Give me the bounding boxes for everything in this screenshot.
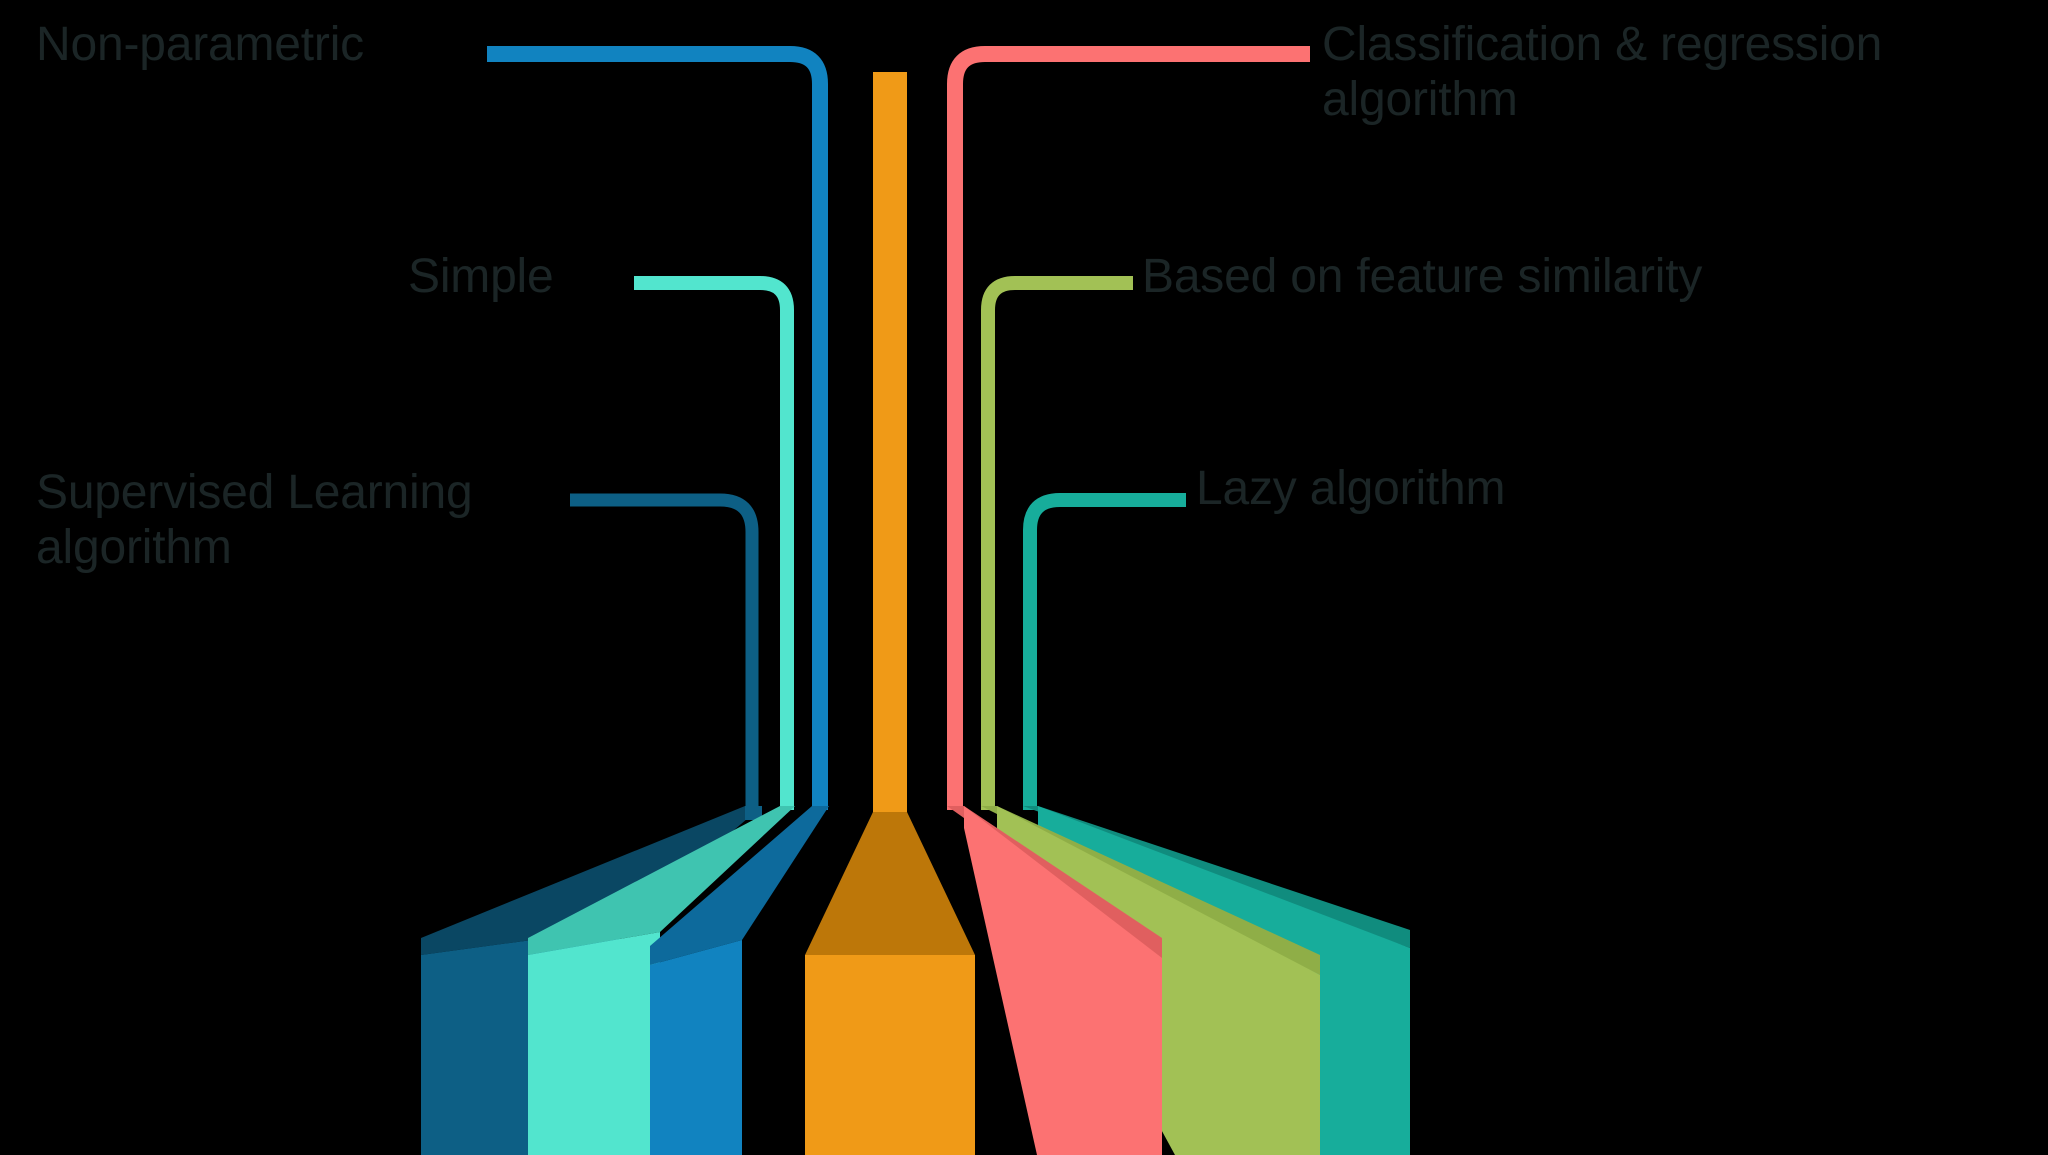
ribbon-non-parametric [650,806,829,1155]
connector-line-simple [634,276,794,810]
label-simple: Simple [408,250,554,303]
ribbon-simple [528,806,795,1155]
label-lazy-algorithm: Lazy algorithm [1196,462,1506,515]
connector-line-lazy-algorithm [1023,493,1186,810]
connector-line-non-parametric [487,46,828,810]
connector-line-feature-similarity [981,276,1133,810]
label-supervised-learning: Supervised Learning algorithm [36,466,473,574]
ribbon-core-orange [805,72,975,1155]
ribbon-classification-regression [947,806,1162,1155]
label-non-parametric: Non-parametric [36,18,364,71]
connector-line-classification-regression [947,46,1310,810]
label-classification-regression: Classification & regression algorithm [1322,18,1883,126]
label-feature-similarity: Based on feature similarity [1142,250,1703,303]
connector-line-supervised-learning [570,493,759,810]
